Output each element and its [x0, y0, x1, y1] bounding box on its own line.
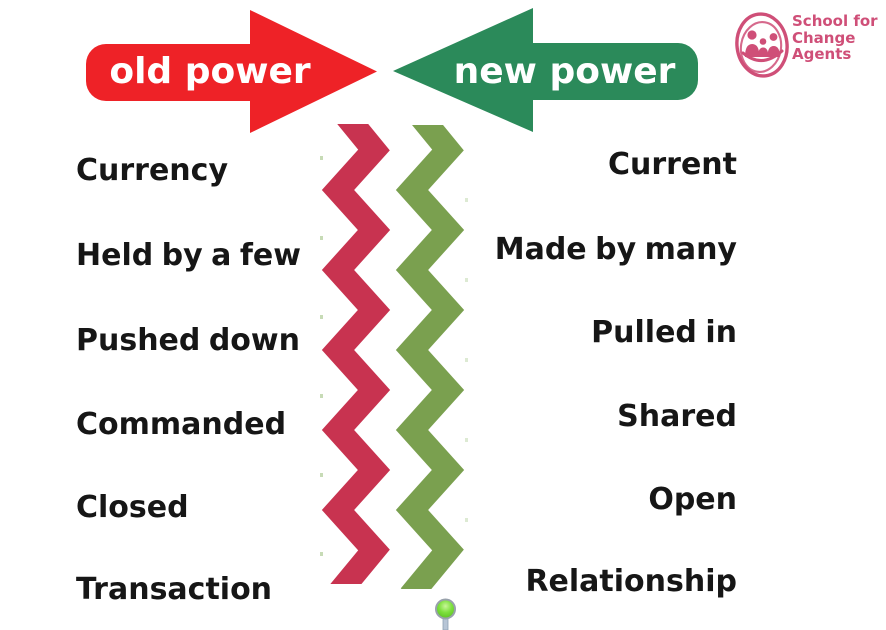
new-power-item-made-by-many: Made by many	[494, 232, 737, 267]
old-power-item-currency: Currency	[76, 153, 229, 188]
new-power-item-pulled-in: Pulled in	[591, 315, 737, 350]
old-power-item-transaction: Transaction	[76, 572, 273, 607]
old-power-arrow	[86, 10, 377, 133]
old-power-zigzag	[321, 124, 391, 584]
old-power-item-pushed-down: Pushed down	[76, 323, 300, 358]
old-power-item-held-by-a-few: Held by a few	[76, 238, 301, 273]
dotted-guide-marks	[320, 156, 468, 556]
old-power-banner-label: old power	[109, 51, 311, 92]
pin-marker	[435, 598, 456, 630]
school-for-change-agents-logo-icon	[735, 12, 789, 78]
new-power-item-shared: Shared	[617, 399, 737, 434]
people-figures	[745, 30, 780, 57]
old-power-item-commanded: Commanded	[76, 407, 287, 442]
new-power-item-relationship: Relationship	[525, 564, 737, 599]
new-power-item-open: Open	[648, 482, 737, 517]
logo-line-3: Agents	[792, 45, 852, 63]
logo-line-2: Change	[792, 28, 856, 47]
school-for-change-agents-logo-text: School for Change Agents	[792, 13, 886, 63]
pin-head	[435, 598, 456, 620]
logo-line-1: School for	[792, 12, 878, 30]
new-power-item-current: Current	[607, 147, 737, 182]
new-power-zigzag	[395, 125, 465, 589]
new-power-banner-label: new power	[453, 51, 676, 92]
old-power-item-closed: Closed	[76, 490, 189, 525]
boat-curve	[741, 49, 784, 62]
new-power-arrow	[393, 8, 698, 132]
